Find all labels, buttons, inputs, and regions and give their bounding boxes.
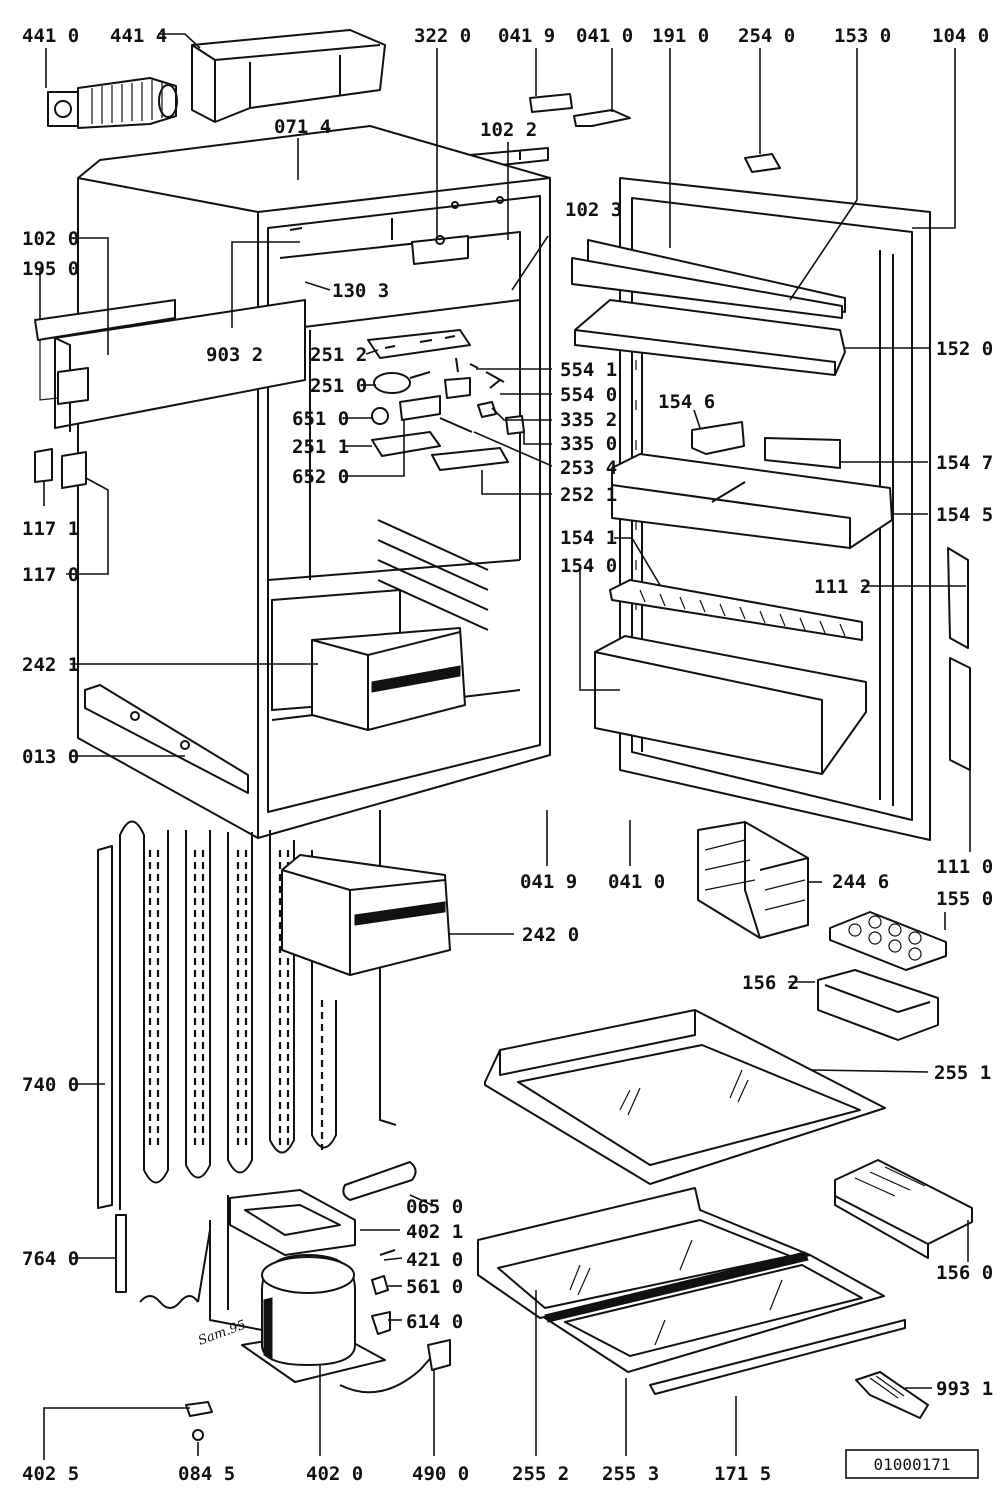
part-label-041-0-mid: 041 0 [608, 871, 665, 893]
part-label-251-0: 251 0 [310, 375, 367, 397]
part-label-242-0: 242 0 [522, 924, 579, 946]
part-label-153-0: 153 0 [834, 25, 891, 47]
part-label-242-1: 242 1 [22, 654, 79, 676]
part-label-554-1: 554 1 [560, 359, 617, 381]
part-label-651-0: 651 0 [292, 408, 349, 430]
part-label-903-2: 903 2 [206, 344, 263, 366]
part-label-041-0-top: 041 0 [576, 25, 633, 47]
part-label-402-5: 402 5 [22, 1463, 79, 1485]
part-label-421-0: 421 0 [406, 1249, 463, 1271]
egg-tray-part [829, 911, 947, 971]
part-label-154-7: 154 7 [936, 452, 993, 474]
crisper-drawer-lower-part [281, 854, 451, 976]
part-label-104-0: 104 0 [932, 25, 989, 47]
part-label-993-1: 993 1 [936, 1378, 993, 1400]
evaporator-part [411, 235, 469, 265]
part-label-117-0: 117 0 [22, 564, 79, 586]
part-label-402-0: 402 0 [306, 1463, 363, 1485]
part-label-244-6: 244 6 [832, 871, 889, 893]
part-label-117-1: 117 1 [22, 518, 79, 540]
part-label-041-9-mid: 041 9 [520, 871, 577, 893]
part-label-441-4: 441 4 [110, 25, 167, 47]
part-label-111-2: 111 2 [814, 576, 871, 598]
part-label-251-2: 251 2 [310, 344, 367, 366]
glass-shelf-lower-parts [477, 1187, 885, 1373]
trim-strip-part [649, 1319, 906, 1395]
part-label-156-0: 156 0 [936, 1262, 993, 1284]
part-label-065-0: 065 0 [406, 1196, 463, 1218]
part-label-335-2: 335 2 [560, 409, 617, 431]
fan-housing-part [191, 29, 386, 123]
fan-motor-part [47, 77, 178, 129]
part-label-102-2: 102 2 [480, 119, 537, 141]
part-label-652-0: 652 0 [292, 466, 349, 488]
part-label-764-0: 764 0 [22, 1248, 79, 1270]
part-label-154-5: 154 5 [936, 504, 993, 526]
part-label-561-0: 561 0 [406, 1276, 463, 1298]
part-label-041-9-top: 041 9 [498, 25, 555, 47]
part-label-154-1: 154 1 [560, 527, 617, 549]
part-label-255-3: 255 3 [602, 1463, 659, 1485]
base-strip-part [84, 684, 249, 794]
part-label-152-0: 152 0 [936, 338, 993, 360]
part-label-102-3: 102 3 [565, 199, 622, 221]
part-label-195-0: 195 0 [22, 258, 79, 280]
part-label-255-2: 255 2 [512, 1463, 569, 1485]
butter-dish-part [817, 969, 939, 1041]
document-number: 01000171 [873, 1455, 950, 1474]
part-label-614-0: 614 0 [406, 1311, 463, 1333]
part-label-255-1: 255 1 [934, 1062, 991, 1084]
part-label-322-0: 322 0 [414, 25, 471, 47]
clip-parts [34, 448, 87, 489]
part-label-740-0: 740 0 [22, 1074, 79, 1096]
door-small-covers [691, 421, 841, 469]
part-label-155-0: 155 0 [936, 888, 993, 910]
document-number-box: 01000171 [845, 1449, 979, 1479]
leader-lines [39, 33, 971, 1460]
part-label-253-4: 253 4 [560, 457, 617, 479]
part-label-251-1: 251 1 [292, 436, 349, 458]
part-label-084-5: 084 5 [178, 1463, 235, 1485]
part-label-013-0: 013 0 [22, 746, 79, 768]
glass-shelf-upper-part [484, 1009, 886, 1185]
part-label-130-3: 130 3 [332, 280, 389, 302]
part-number-labels: 441 0 441 4 322 0 041 9 041 0 191 0 254 … [22, 25, 993, 1485]
compressor-assembly [185, 1161, 451, 1441]
part-label-402-1: 402 1 [406, 1221, 463, 1243]
part-label-254-0: 254 0 [738, 25, 795, 47]
part-label-156-2: 156 2 [742, 972, 799, 994]
part-label-154-6: 154 6 [658, 391, 715, 413]
part-label-111-0: 111 0 [936, 856, 993, 878]
part-label-071-4: 071 4 [274, 116, 331, 138]
part-label-154-0: 154 0 [560, 555, 617, 577]
part-label-554-0: 554 0 [560, 384, 617, 406]
door-balcony-middle-part [611, 453, 893, 549]
bottle-rail-part [609, 579, 863, 641]
control-panel-part [34, 299, 306, 432]
part-label-335-0: 335 0 [560, 433, 617, 455]
part-label-490-0: 490 0 [412, 1463, 469, 1485]
part-label-171-5: 171 5 [714, 1463, 771, 1485]
door-shelf-top-parts [571, 239, 846, 319]
part-label-102-0: 102 0 [22, 228, 79, 250]
part-label-441-0: 441 0 [22, 25, 79, 47]
door-balcony-part [574, 299, 846, 376]
ice-scraper-part [855, 1371, 929, 1419]
part-label-252-1: 252 1 [560, 484, 617, 506]
hinge-bracket-parts-top [529, 93, 781, 173]
ice-cube-tray-part [834, 1159, 973, 1259]
door-hinge-parts [947, 547, 971, 771]
capillary-tube-part [115, 1214, 211, 1309]
wire-rack-part [697, 821, 809, 939]
part-label-191-0: 191 0 [652, 25, 709, 47]
crisper-drawer-upper-part [311, 627, 466, 731]
